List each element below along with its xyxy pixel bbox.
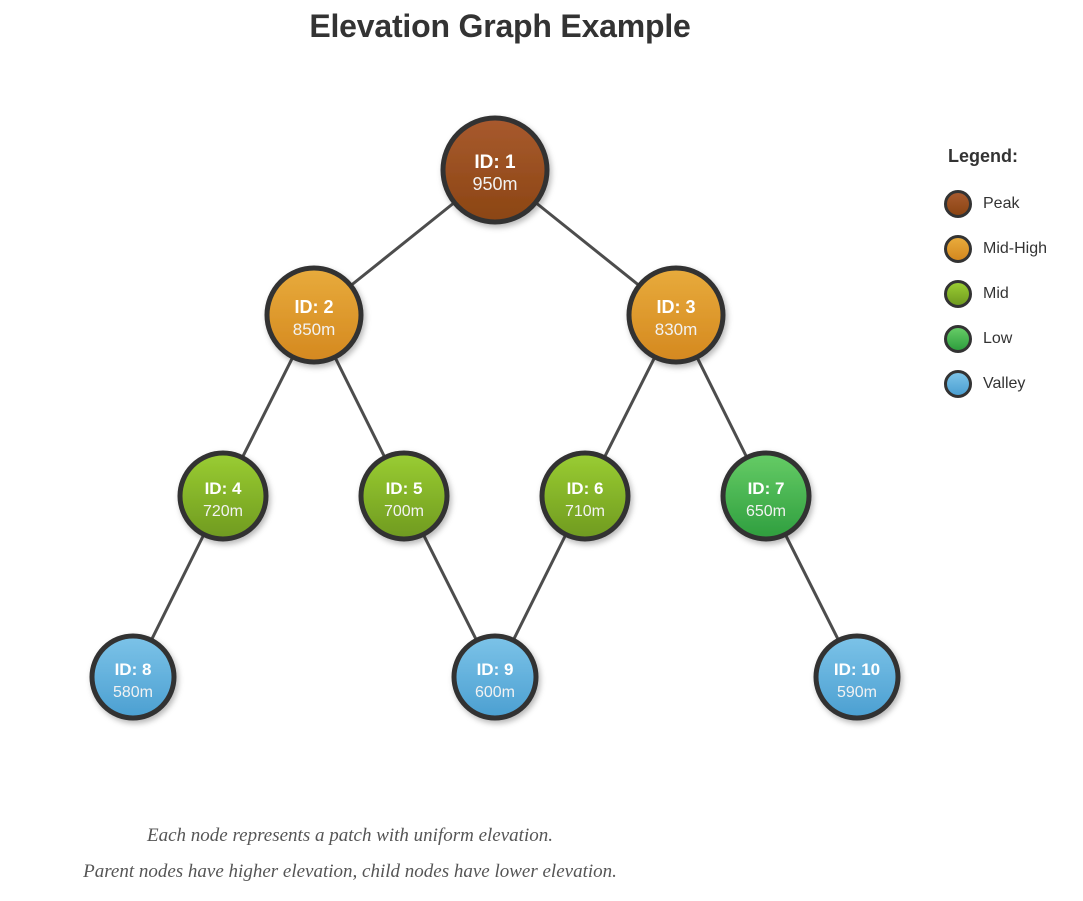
graph-edge — [149, 532, 206, 643]
legend-swatch-icon — [944, 279, 972, 308]
node-id-label: ID: 5 — [386, 479, 423, 498]
legend-item-valley[interactable]: Valley — [944, 361, 1079, 406]
node-circle — [813, 633, 901, 721]
node-id-label: ID: 8 — [115, 660, 152, 679]
legend-item-label: Mid — [983, 284, 1009, 302]
legend-title: Legend: — [948, 146, 1018, 166]
graph-edge — [602, 354, 657, 460]
legend-swatch-icon — [944, 189, 972, 218]
graph-edges — [149, 200, 841, 643]
caption-block: Each node represents a patch with unifor… — [0, 818, 700, 890]
graph-edge — [421, 532, 479, 643]
node-circle — [626, 265, 726, 365]
node-id-label: ID: 1 — [474, 152, 516, 173]
node-circle — [440, 115, 550, 225]
node-circle — [720, 450, 812, 542]
graph-node-5[interactable]: ID: 5 700m — [358, 450, 450, 542]
node-id-label: ID: 3 — [656, 297, 695, 317]
node-elevation-label: 700m — [384, 503, 424, 520]
caption-line: Each node represents a patch with unifor… — [147, 825, 553, 846]
node-id-label: ID: 4 — [205, 479, 242, 498]
node-id-label: ID: 10 — [834, 660, 880, 679]
node-elevation-label: 720m — [203, 503, 243, 520]
legend-item-label: Valley — [983, 374, 1026, 392]
node-elevation-label: 580m — [113, 684, 153, 701]
legend-item-low[interactable]: Low — [944, 316, 1079, 361]
node-elevation-label: 590m — [837, 684, 877, 701]
node-circle — [264, 265, 364, 365]
node-elevation-label: 710m — [565, 503, 605, 520]
node-id-label: ID: 2 — [294, 297, 333, 317]
legend-item-label: Low — [983, 329, 1013, 347]
graph-edge — [348, 200, 457, 288]
graph-edge — [694, 354, 749, 460]
node-circle — [451, 633, 539, 721]
page-title: Elevation Graph Example — [309, 8, 691, 44]
graph-node-8[interactable]: ID: 8 580m — [89, 633, 177, 721]
graph-edge — [332, 354, 387, 460]
graph-node-4[interactable]: ID: 4 720m — [177, 450, 269, 542]
legend-item-label: Mid-High — [983, 239, 1048, 257]
caption-line: Parent nodes have higher elevation, chil… — [83, 861, 617, 882]
graph-node-2[interactable]: ID: 2 850m — [264, 265, 364, 365]
graph-node-10[interactable]: ID: 10 590m — [813, 633, 901, 721]
node-elevation-label: 950m — [472, 174, 517, 194]
legend-swatch-icon — [944, 324, 972, 353]
graph-edge — [240, 354, 295, 460]
graph-node-3[interactable]: ID: 3 830m — [626, 265, 726, 365]
graph-node-9[interactable]: ID: 9 600m — [451, 633, 539, 721]
node-id-label: ID: 9 — [477, 660, 514, 679]
graph-edge — [533, 200, 642, 288]
node-elevation-label: 600m — [475, 684, 515, 701]
graph-node-6[interactable]: ID: 6 710m — [539, 450, 631, 542]
legend-item-mid[interactable]: Mid — [944, 271, 1079, 316]
node-elevation-label: 850m — [293, 320, 336, 339]
node-circle — [89, 633, 177, 721]
legend-item-peak[interactable]: Peak — [944, 181, 1079, 226]
node-circle — [539, 450, 631, 542]
graph-edge — [511, 532, 568, 643]
node-circle — [358, 450, 450, 542]
node-elevation-label: 830m — [655, 320, 698, 339]
node-id-label: ID: 6 — [567, 479, 604, 498]
node-circle — [177, 450, 269, 542]
legend-item-mid-high[interactable]: Mid-High — [944, 226, 1079, 271]
legend-item-label: Peak — [983, 194, 1020, 212]
graph-edge — [783, 532, 841, 643]
node-elevation-label: 650m — [746, 503, 786, 520]
graph-node-7[interactable]: ID: 7 650m — [720, 450, 812, 542]
node-id-label: ID: 7 — [748, 479, 785, 498]
legend-swatch-icon — [944, 369, 972, 398]
legend-swatch-icon — [944, 234, 972, 263]
